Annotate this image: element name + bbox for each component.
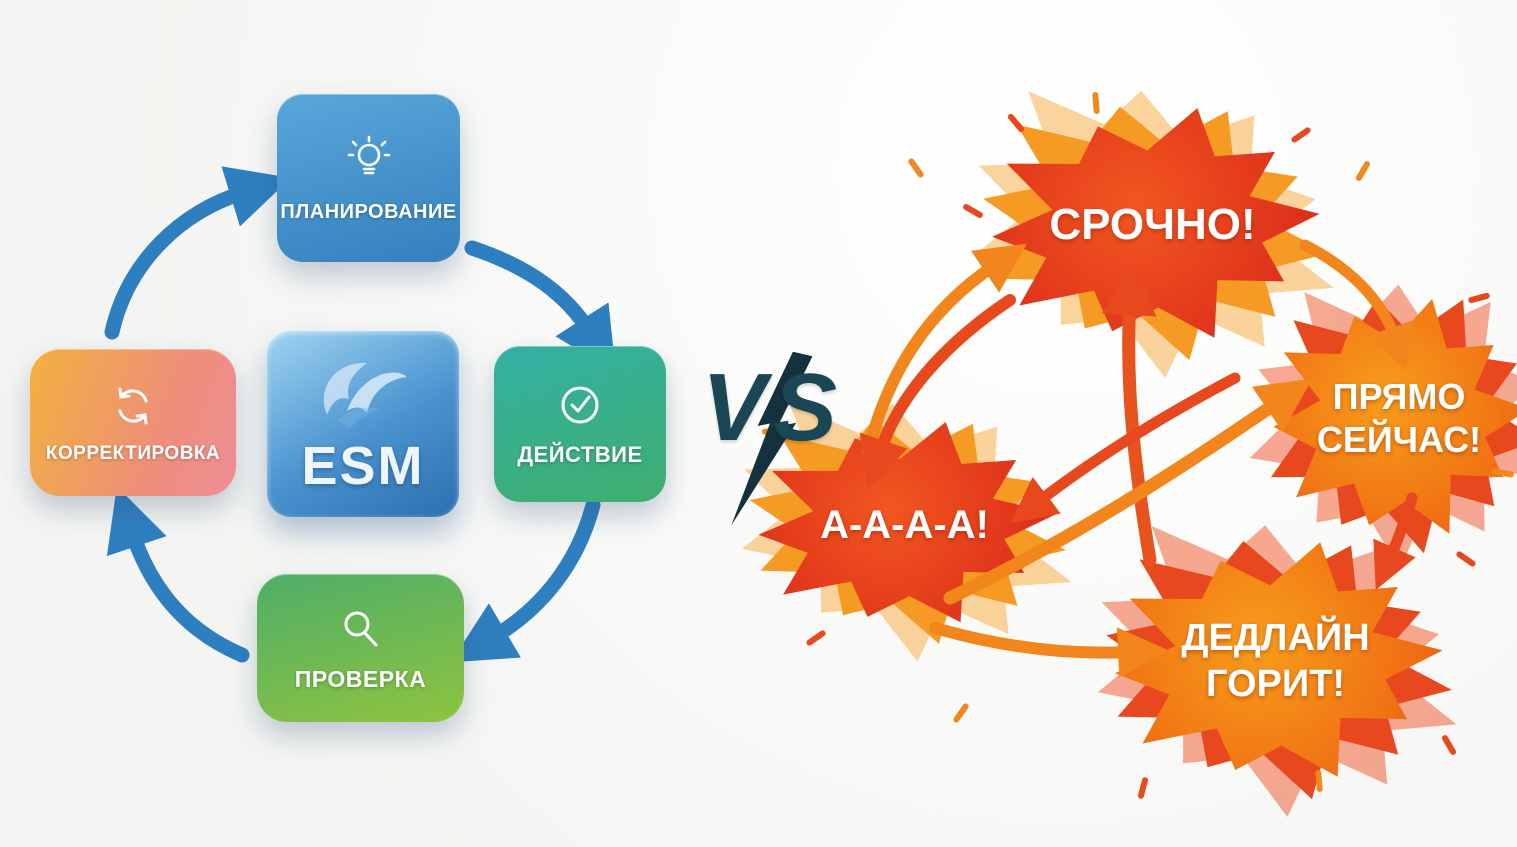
planning-label: ПЛАНИРОВАНИЕ [280, 200, 457, 223]
arrow-aaaa-to-deadline [929, 622, 1169, 678]
check-card: ПРОВЕРКА [257, 574, 464, 722]
arrow-center-to-aaaa [1010, 372, 1241, 524]
burst-aaaa-line: А-А-А-А! [820, 502, 989, 547]
arrow-adjust-to-planning [104, 166, 291, 340]
burst-right-now: ПРЯМО СЕЙЧАС! [1268, 298, 1517, 538]
arrow-deadline-to-urgent [1101, 260, 1157, 567]
chaos-arrows [859, 239, 1418, 678]
arrow-planning-to-action [464, 240, 616, 373]
check-label: ПРОВЕРКА [294, 665, 427, 692]
arrow-urgent-to-aaaa [859, 294, 1016, 489]
burst-urgent: СРОЧНО! [985, 108, 1320, 343]
esm-label: ESM [301, 436, 425, 496]
burst-deadline-label: ДЕДЛАЙН ГОРИТ! [1108, 542, 1443, 782]
adjust-label: КОРРЕКТИРОВКА [45, 442, 221, 464]
burst-urgent-line: СРОЧНО! [1049, 200, 1256, 250]
lightning-bolt-icon [731, 351, 813, 526]
arrow-urgent-to-rightnow [1299, 239, 1414, 372]
versus-label: VS [702, 354, 845, 461]
magnifier-icon [344, 611, 377, 646]
arrow-aaaa-to-urgent [862, 243, 1027, 458]
arrow-aaaa-to-rightnow [943, 378, 1313, 605]
esm-center-card: ESM [267, 331, 459, 517]
burst-right-now-line-2: СЕЙЧАС! [1316, 419, 1482, 460]
lightbulb-icon [347, 135, 390, 174]
planning-card: ПЛАНИРОВАНИЕ [277, 94, 460, 262]
versus-badge: VS [700, 348, 837, 538]
burst-deadline-line-1: ДЕДЛАЙН [1181, 617, 1370, 660]
cycle-arrows [104, 166, 616, 663]
arrow-check-to-adjust [106, 486, 250, 663]
esm-logo-swoosh [323, 362, 407, 429]
action-label: ДЕЙСТВИЕ [517, 442, 643, 467]
burst-aaaa: А-А-А-А! [752, 422, 1057, 627]
burst-deadline-line-2: ГОРИТ! [1205, 663, 1346, 705]
arrow-rightnow-to-deadline [1373, 492, 1418, 591]
arrow-action-to-check [450, 497, 601, 663]
adjust-card: КОРРЕКТИРОВКА [30, 349, 236, 496]
burst-aaaa-label: А-А-А-А! [752, 422, 1057, 627]
refresh-icon [118, 387, 148, 424]
burst-urgent-label: СРОЧНО! [985, 108, 1320, 343]
burst-deadline: ДЕДЛАЙН ГОРИТ! [1108, 542, 1443, 782]
check-circle-icon [561, 386, 599, 424]
action-card: ДЕЙСТВИЕ [494, 346, 666, 502]
burst-right-now-label: ПРЯМО СЕЙЧАС! [1268, 298, 1517, 538]
burst-right-now-line-1: ПРЯМО [1332, 375, 1466, 417]
